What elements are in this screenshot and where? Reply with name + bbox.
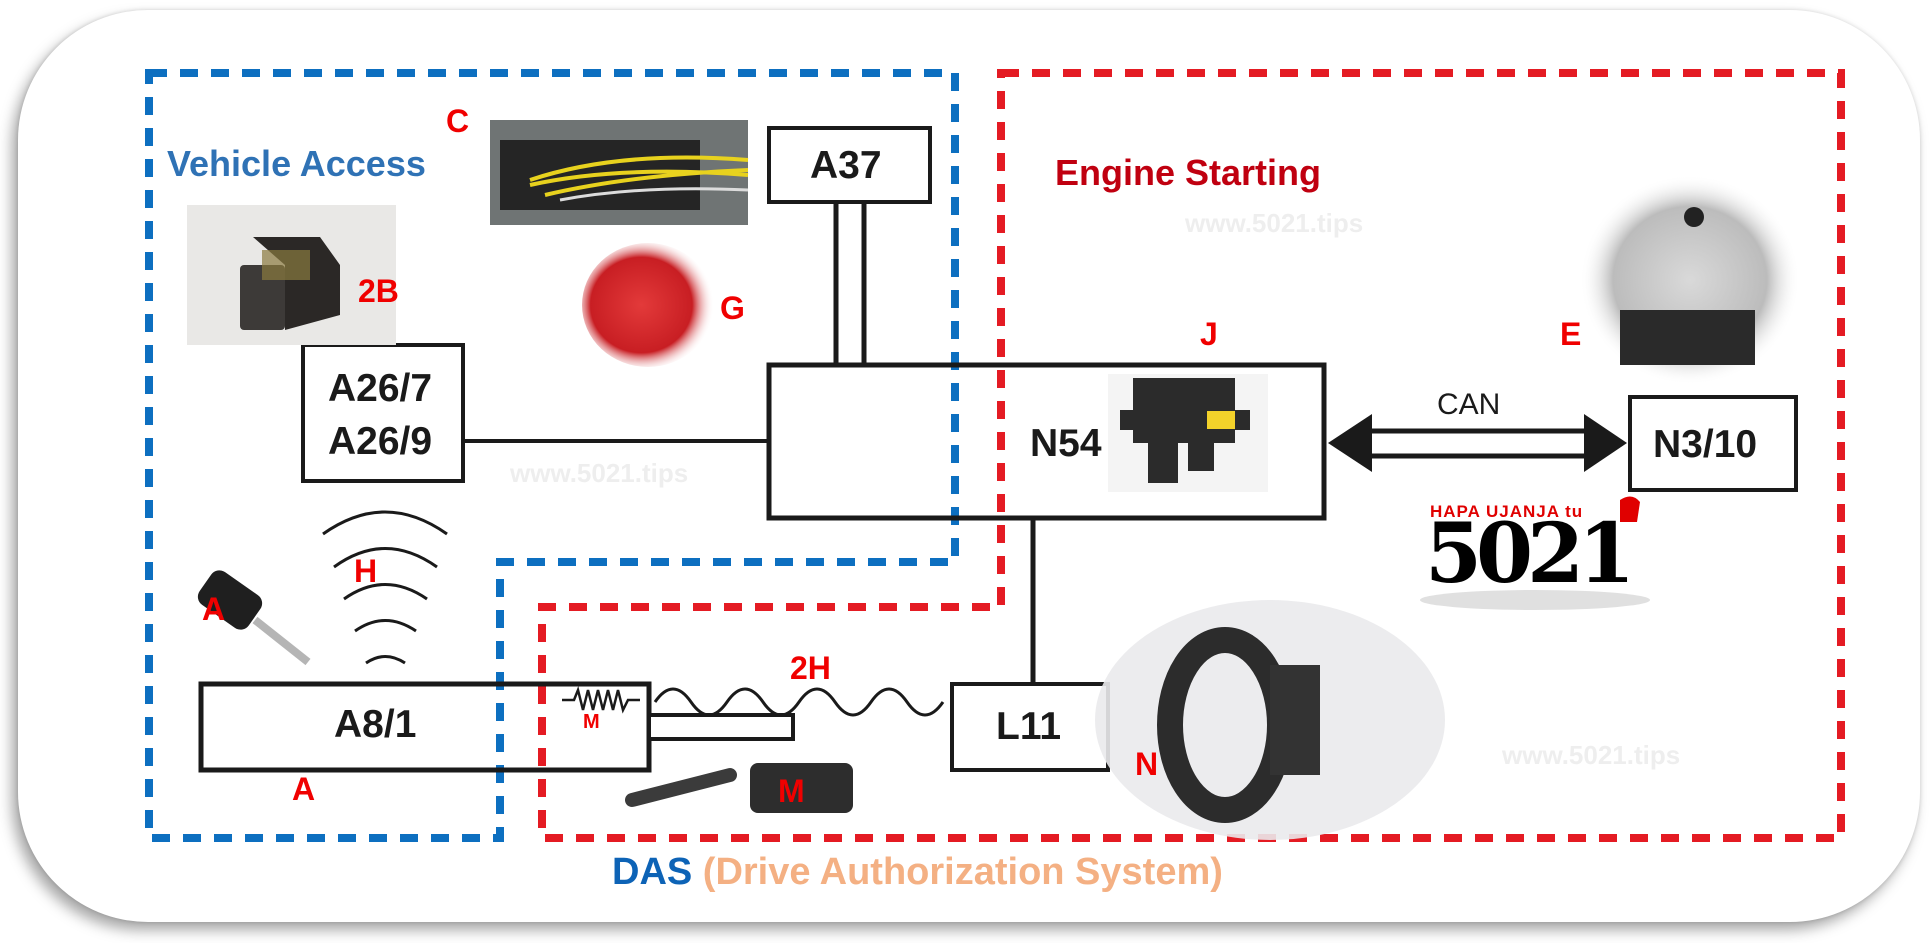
tag-2b: 2B — [358, 273, 399, 309]
switch-photo-icon — [240, 237, 340, 330]
tag-m-chip: M — [778, 773, 805, 809]
a8-1-rod — [647, 713, 795, 741]
transponder-glass-icon — [625, 768, 737, 807]
das-title-abbrev: DAS — [612, 851, 693, 893]
a8-1-label: A8/1 — [334, 703, 417, 746]
module-photo-icon — [500, 140, 749, 210]
a8-1-box — [198, 681, 652, 773]
tag-2h: 2H — [790, 650, 831, 686]
photo-m-chip — [750, 763, 853, 813]
l11-box — [950, 682, 1110, 772]
vehicle-access-title: Vehicle Access — [167, 143, 426, 184]
engine-starting-zone-border — [538, 69, 1845, 842]
tag-a-key: A — [202, 591, 226, 627]
vehicle-access-zone-border — [145, 69, 959, 842]
watermark-bottom: www.5021.tips — [1502, 740, 1681, 770]
das-title-full: (Drive Authorization System) — [702, 851, 1223, 893]
das-title: DAS (Drive Authorization System) — [612, 853, 1223, 891]
a26-box — [301, 343, 465, 483]
tag-a-bottom: A — [292, 771, 316, 807]
key-fob-icon — [197, 570, 311, 666]
engine-starting-title: Engine Starting — [1055, 152, 1322, 193]
tag-e: E — [1560, 316, 1582, 352]
can-arrowhead-left — [1328, 414, 1372, 472]
photo-g-beacon — [582, 243, 714, 367]
l11-label: L11 — [996, 705, 1062, 748]
a37-label: A37 — [810, 144, 882, 187]
tag-m-coil: M — [583, 711, 600, 733]
can-bus-label: CAN — [1437, 388, 1501, 421]
can-arrowhead-right — [1584, 414, 1627, 472]
radio-waves-icon — [322, 510, 448, 665]
tag-c: C — [446, 103, 470, 139]
logo-red-drop-icon — [1620, 496, 1640, 522]
tag-h: H — [354, 553, 378, 589]
a26-9-label: A26/9 — [328, 420, 433, 463]
antenna-wave-2h — [653, 687, 945, 717]
coil-symbol — [562, 685, 640, 714]
ignition-connector-icon — [1270, 665, 1320, 775]
logo-tagline: HAPA UJANJA tu — [1430, 502, 1584, 521]
n3-10-label: N3/10 — [1653, 423, 1758, 466]
a37-box — [767, 126, 932, 204]
tag-n: N — [1135, 746, 1159, 782]
control-unit-photo-icon — [1120, 378, 1250, 483]
watermark-middle: www.5021.tips — [510, 458, 689, 488]
n54-label: N54 — [1030, 422, 1102, 465]
tag-g: G — [720, 290, 745, 326]
watermark-top: www.5021.tips — [1185, 208, 1364, 238]
logo-shadow — [1420, 590, 1650, 610]
a26-7-label: A26/7 — [328, 367, 433, 410]
n3-10-box — [1628, 395, 1798, 492]
logo-number: 5021 — [1425, 506, 1635, 602]
tag-j: J — [1200, 316, 1218, 352]
ecu-photo-icon — [1620, 207, 1755, 365]
